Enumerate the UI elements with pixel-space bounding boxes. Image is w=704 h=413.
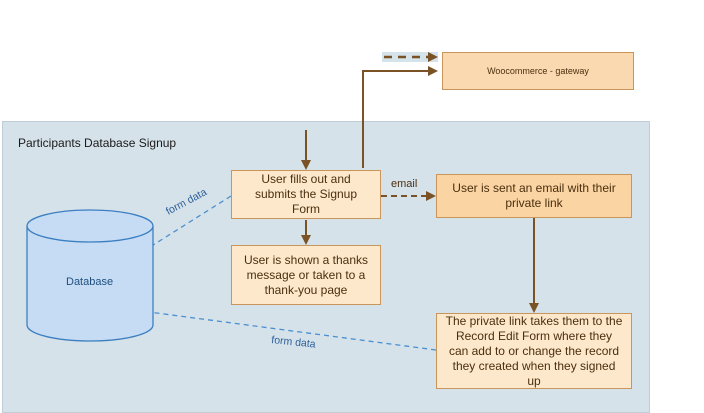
email-sent-label: User is sent an email with their private… bbox=[452, 181, 616, 210]
editform-to-database-link bbox=[132, 306, 437, 351]
gateway-box: Woocommerce - gateway bbox=[442, 52, 634, 90]
thanks-page-box: User is shown a thanks message or taken … bbox=[231, 245, 381, 305]
record-edit-form-label: The private link takes them to the Recor… bbox=[445, 313, 623, 388]
database-label: Database bbox=[66, 276, 114, 288]
gateway-label: Woocommerce - gateway bbox=[487, 65, 589, 76]
email-edge-label: email bbox=[391, 178, 418, 190]
group-title: Participants Database Signup bbox=[18, 136, 177, 150]
signup-form-label: User fills out and submits the Signup Fo… bbox=[254, 172, 358, 216]
database-cylinder bbox=[26, 209, 154, 342]
signup-to-gateway-arrow bbox=[362, 66, 438, 168]
thanks-page-label: User is shown a thanks message or taken … bbox=[243, 252, 369, 297]
email-sent-box: User is sent an email with their private… bbox=[436, 174, 632, 218]
signup-form-box: User fills out and submits the Signup Fo… bbox=[231, 170, 381, 219]
record-edit-form-box: The private link takes them to the Recor… bbox=[436, 313, 632, 389]
signup-to-database-link bbox=[132, 195, 232, 259]
gateway-dash-band bbox=[382, 52, 438, 62]
